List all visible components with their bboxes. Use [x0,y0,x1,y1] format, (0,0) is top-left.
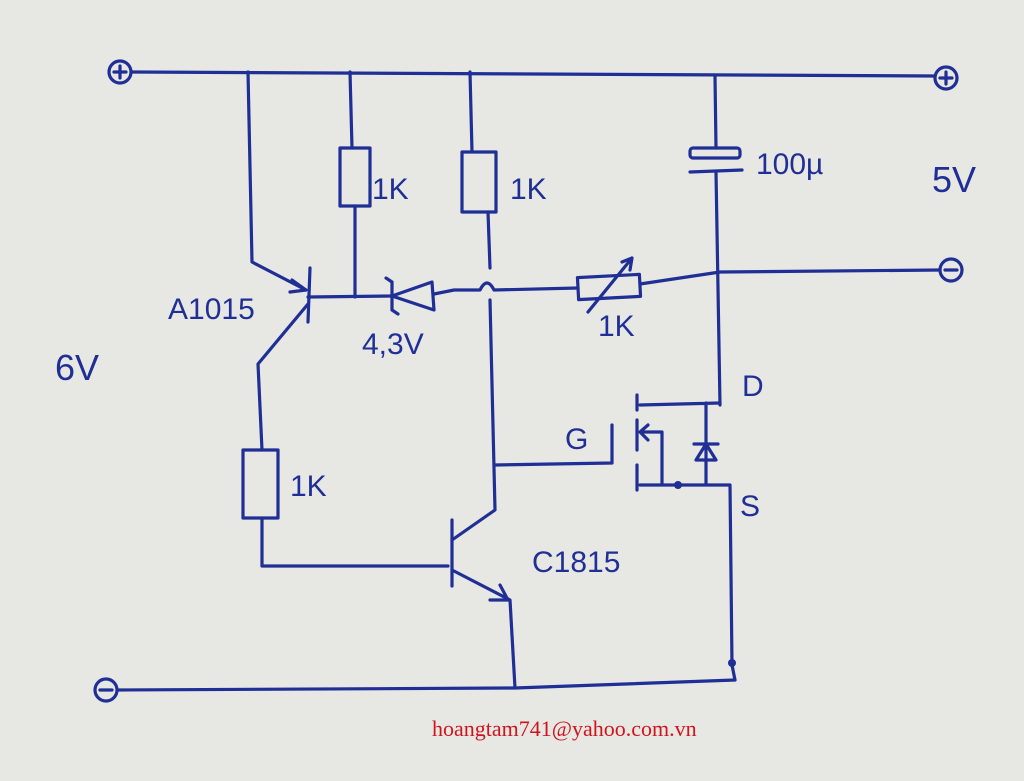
label-drain: D [742,370,764,403]
label-gate: G [565,423,589,456]
author-credit: hoangtam741@yahoo.com.vn [432,716,697,741]
label-output-voltage: 5V [932,159,977,200]
label-capacitor: 100µ [756,148,824,181]
negative-rail [116,678,737,692]
label-pnp: A1015 [168,293,255,326]
resistor-base-pullup [338,146,372,208]
label-r-collector: 1K [510,173,547,206]
label-r-pnp-collector: 1K [290,470,327,503]
capacitor-100u [688,146,744,174]
label-r-base-pullup: 1K [372,173,409,206]
terminal-minus-output [938,257,964,283]
resistor-collector [460,150,498,214]
zener-diode [384,276,436,316]
terminal-plus-output [933,65,959,91]
terminal-plus-input [107,59,133,85]
resistor-pnp-collector [241,448,280,520]
label-source: S [740,490,761,523]
label-npn: C1815 [532,546,621,579]
label-input-voltage: 6V [55,347,100,388]
positive-rail [131,70,937,78]
terminal-minus-input [93,677,119,703]
npn-transistor-c1815 [450,518,517,690]
label-potentiometer: 1K [598,310,635,343]
label-zener: 4,3V [362,328,424,361]
potentiometer [575,256,643,314]
pnp-transistor-a1015 [246,70,312,452]
mosfet [635,393,734,667]
